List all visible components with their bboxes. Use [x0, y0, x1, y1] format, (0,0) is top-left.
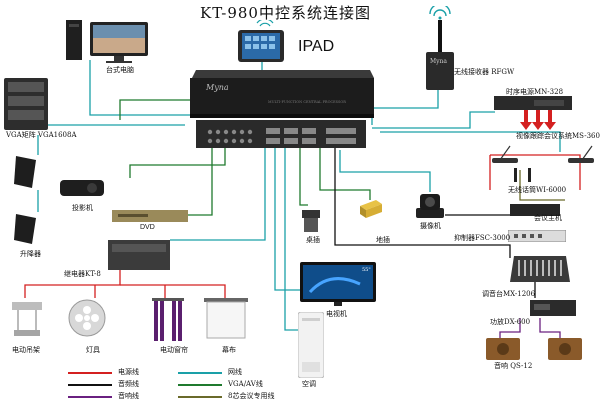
- speaker-label: 音响 QS-12: [494, 362, 533, 370]
- video-conf-label: 视像跟踪会议系统MS-360: [516, 132, 600, 140]
- table-box-label: 桌插: [306, 236, 320, 244]
- wire-power-vconf: [489, 154, 581, 190]
- legend-label-1: 音频线: [118, 380, 139, 388]
- wire-relay: [170, 140, 266, 241]
- legend-swatch-3: [178, 372, 222, 374]
- dvd-label: DVD: [140, 224, 155, 231]
- wire-dvd: [185, 145, 213, 216]
- diagram-title: KT-980中控系统连接图: [200, 4, 371, 22]
- wire-power-screen: [120, 284, 226, 298]
- lift-label: 升降器: [20, 250, 41, 258]
- desktop-label: 台式电脑: [106, 66, 134, 74]
- amp-label: 功放DX-600: [490, 318, 531, 326]
- hanger-label: 电动吊架: [12, 346, 40, 354]
- wire-vconf: [380, 131, 561, 152]
- mixer-label: 调音台MX-1206: [482, 290, 536, 298]
- camera-label: 摄像机: [420, 222, 441, 230]
- legend-label-4: VGA/AV线: [228, 380, 263, 388]
- projector-label: 投影机: [72, 204, 93, 212]
- suppressor-label: 抑制器FSC-3000: [454, 234, 511, 242]
- legend-label-2: 音响线: [118, 392, 139, 400]
- wire-8core: [519, 170, 565, 201]
- legend-label-0: 电源线: [118, 368, 139, 376]
- wire-rx: [371, 90, 439, 125]
- wire-speaker: [499, 318, 561, 340]
- conf-host-label: 会议主机: [534, 214, 562, 222]
- legend-swatch-5: [178, 396, 222, 398]
- tv-badge: 55": [362, 267, 371, 273]
- host-caption: MULTI-FUNCTION CENTRAL PROCESSOR: [268, 100, 346, 104]
- floor-box-label: 地插: [376, 236, 390, 244]
- wire-table: [299, 148, 308, 206]
- legend-swatch-2: [68, 396, 112, 398]
- wire-ac: [284, 140, 298, 331]
- vga-matrix-label: VGA矩阵 VGA1608A: [6, 131, 77, 139]
- wire-audio: [334, 148, 511, 258]
- wire-seq: [372, 111, 495, 129]
- host-brand: Myna: [206, 83, 229, 92]
- legend-label-3: 网线: [228, 368, 242, 376]
- wire-floor: [319, 148, 371, 200]
- legend-swatch-4: [178, 384, 222, 386]
- sequencer-label: 时序电源MN-328: [506, 88, 564, 96]
- legend-label-5: 8芯会议专用线: [228, 392, 275, 400]
- wire-projector: [129, 145, 226, 178]
- relay-label: 继电器KT-8: [64, 270, 101, 278]
- screen-label: 幕布: [222, 346, 236, 354]
- legend-swatch-1: [68, 384, 112, 386]
- power-arrows: [520, 108, 556, 130]
- lamp-label: 灯具: [86, 346, 100, 354]
- tv-label: 电视机: [326, 310, 347, 318]
- ipad-label: IPAD: [298, 38, 335, 55]
- legend-swatch-0: [68, 372, 112, 374]
- wire-camera: [339, 150, 431, 192]
- wire-desktop: [89, 60, 190, 116]
- curtain-label: 电动窗帘: [160, 346, 188, 354]
- wireless-rx-brand: Myna: [430, 58, 447, 65]
- ac-label: 空调: [302, 380, 316, 388]
- wireless-mic-label: 无线话筒WI-6000: [508, 186, 567, 194]
- wire-tv: [274, 140, 300, 291]
- wireless-rx-label: 无线接收器 RFGW: [454, 68, 515, 76]
